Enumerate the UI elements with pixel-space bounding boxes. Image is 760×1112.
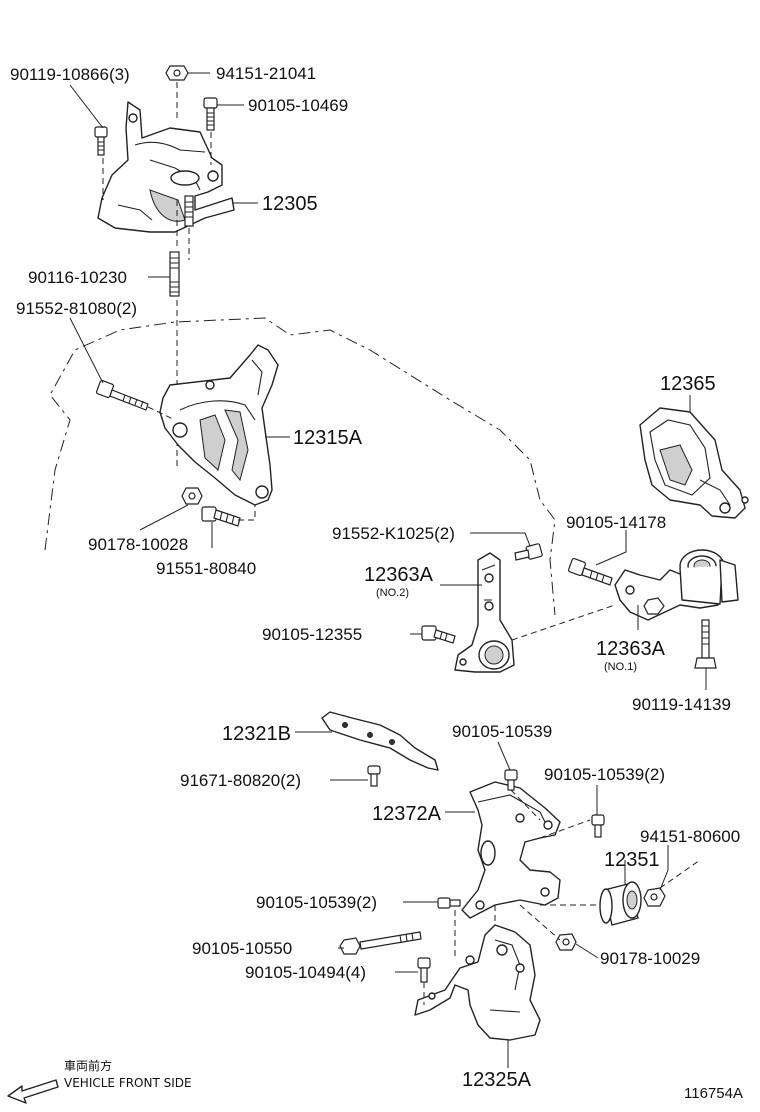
label-90105-10539: 90105-10539 <box>452 722 552 741</box>
label-90105-10469: 90105-10469 <box>248 96 348 115</box>
label-12351: 12351 <box>604 849 660 871</box>
label-12305: 12305 <box>262 193 318 215</box>
mount-bracket-12363A-no1 <box>614 549 739 621</box>
label-12321B: 12321B <box>222 723 291 745</box>
label-12315A: 12315A <box>293 427 363 449</box>
label-90105-10539-2a: 90105-10539(2) <box>544 765 665 784</box>
bolt-90119-14139 <box>694 619 717 669</box>
nut-90178-10029 <box>555 933 577 951</box>
label-94151-21041: 94151-21041 <box>216 64 316 83</box>
bolt-90105-10539-2b <box>437 897 461 909</box>
engine-outline <box>44 317 556 616</box>
nut-94151-80600 <box>643 887 666 907</box>
label-90116-10230: 90116-10230 <box>28 268 127 287</box>
bolt-91552-81080 <box>95 379 149 411</box>
mount-insulator-12365 <box>639 407 749 519</box>
bolt-90119-10866 <box>94 126 108 156</box>
label-91552-K1025: 91552-K1025(2) <box>332 524 455 543</box>
label-12325A: 12325A <box>462 1069 532 1091</box>
mount-bracket-12325A <box>414 924 541 1041</box>
label-90105-10494: 90105-10494(4) <box>245 963 366 982</box>
label-90178-10028: 90178-10028 <box>88 535 188 554</box>
label-12372A: 12372A <box>372 803 442 825</box>
stud-90116-10230 <box>169 251 180 297</box>
bolt-90105-10539 <box>504 769 518 791</box>
mount-bushing-12351 <box>599 881 642 926</box>
align-line-4 <box>423 789 701 1005</box>
figure-id: 116754A <box>684 1085 743 1102</box>
label-90119-10866: 90119-10866(3) <box>10 65 130 84</box>
bolt-90105-10550 <box>339 931 422 955</box>
label-90178-10029: 90178-10029 <box>600 949 700 968</box>
label-12363A-no1: 12363A <box>596 638 666 660</box>
bolt-91552-K1025 <box>514 543 543 561</box>
leader-lines <box>69 72 707 1068</box>
align-line-3 <box>511 604 616 641</box>
align-line-2 <box>147 406 256 521</box>
bolt-90105-10469 <box>203 97 218 131</box>
label-90105-12355: 90105-12355 <box>262 625 362 644</box>
legend-en: VEHICLE FRONT SIDE <box>64 1076 192 1090</box>
label-no2: (NO.2) <box>376 587 409 599</box>
nut-90178-10028 <box>181 487 203 505</box>
label-90119-14139: 90119-14139 <box>632 695 731 714</box>
label-90105-10550: 90105-10550 <box>192 939 292 958</box>
mount-bracket-12372A <box>461 781 561 919</box>
label-91552-81080: 91552-81080(2) <box>16 299 137 318</box>
bolt-90105-12355 <box>421 625 456 644</box>
label-91551-80840: 91551-80840 <box>156 559 256 578</box>
engine-mount-bracket-12305 <box>97 101 235 233</box>
front-arrow-icon <box>7 1079 59 1104</box>
mount-bracket-12363A-no2 <box>454 552 515 673</box>
label-12365: 12365 <box>660 373 716 395</box>
label-no1: (NO.1) <box>604 661 637 673</box>
vehicle-front-arrow <box>7 1079 59 1104</box>
bolt-90105-14178 <box>567 557 613 586</box>
engine-mount-bracket-12315A <box>159 344 279 506</box>
label-94151-80600: 94151-80600 <box>640 827 740 846</box>
label-12363A-no2: 12363A <box>364 564 434 586</box>
label-90105-10539-2b: 90105-10539(2) <box>256 893 377 912</box>
stud-12305-bottom <box>184 195 194 227</box>
label-91671-80820: 91671-80820(2) <box>180 771 301 790</box>
bolt-90105-10494 <box>417 957 431 983</box>
legend-jp: 車両前方 <box>64 1058 112 1073</box>
bolt-91671-80820 <box>367 765 381 787</box>
label-90105-14178: 90105-14178 <box>566 513 666 532</box>
shield-plate-12321B <box>321 711 439 771</box>
bolt-91551-80840 <box>201 506 241 527</box>
nut-94151-21041 <box>165 65 189 81</box>
bolt-90105-10539-2a <box>591 814 605 838</box>
